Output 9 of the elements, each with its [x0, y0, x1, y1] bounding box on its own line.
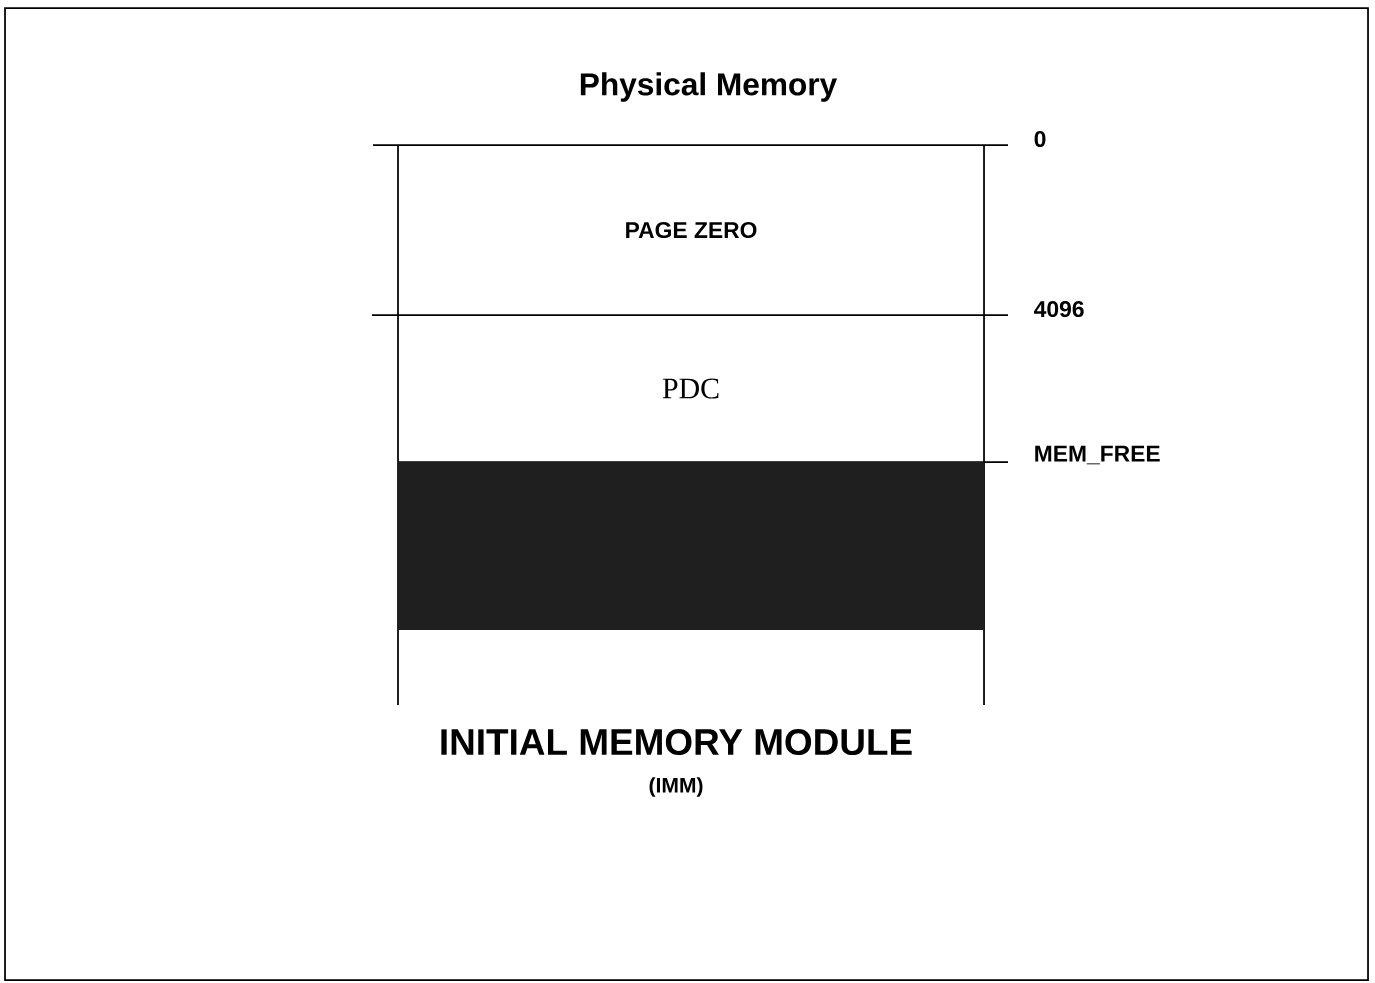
address-label: MEM_FREE	[1035, 445, 1160, 465]
filled-band	[398, 462, 984, 631]
caption-subtitle: (IMM)	[649, 777, 703, 797]
memory-region: PDC	[662, 378, 719, 399]
address-label: 0	[1034, 130, 1046, 148]
address-label: 4096	[1034, 300, 1084, 318]
caption: INITIAL MEMORY MODULE	[441, 729, 912, 756]
memory-region: PAGE ZERO	[626, 221, 757, 239]
title: Physical Memory	[580, 72, 837, 102]
